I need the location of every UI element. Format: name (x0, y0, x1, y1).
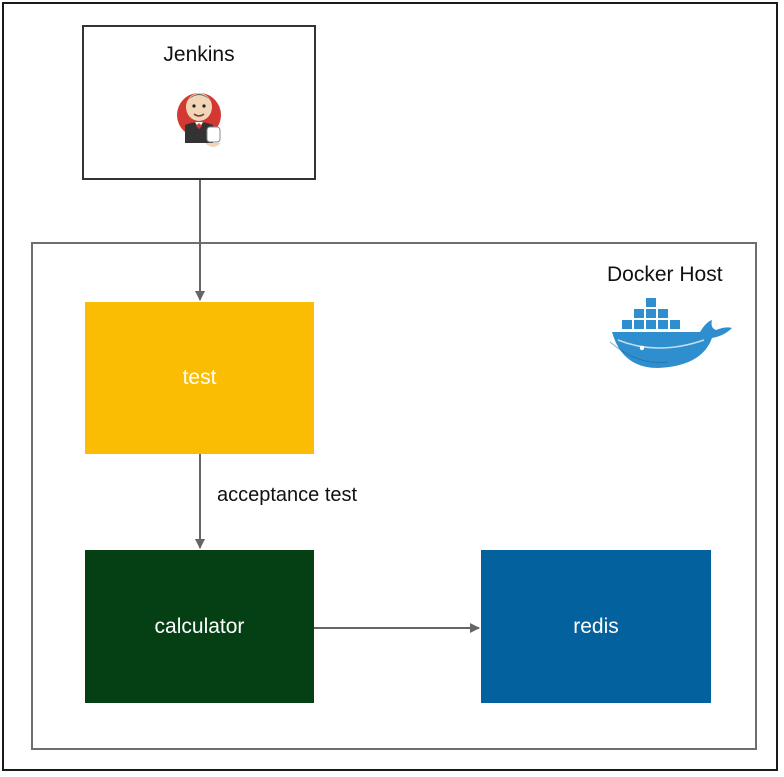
calculator-label: calculator (154, 614, 245, 638)
redis-label: redis (573, 614, 619, 638)
diagram-frame (2, 2, 778, 771)
docker-host-container (31, 242, 757, 750)
jenkins-butler-icon (177, 93, 221, 147)
acceptance-test-edge-label: acceptance test (217, 484, 358, 506)
jenkins-node: Jenkins (82, 25, 316, 180)
redis-container-node: redis (481, 550, 711, 703)
docker-host-title: Docker Host (607, 263, 723, 286)
calculator-container-node: calculator (85, 550, 314, 703)
test-label: test (182, 366, 217, 389)
docker-whale-icon (609, 298, 732, 368)
test-container-node: test (85, 302, 314, 454)
jenkins-title: Jenkins (163, 43, 235, 66)
